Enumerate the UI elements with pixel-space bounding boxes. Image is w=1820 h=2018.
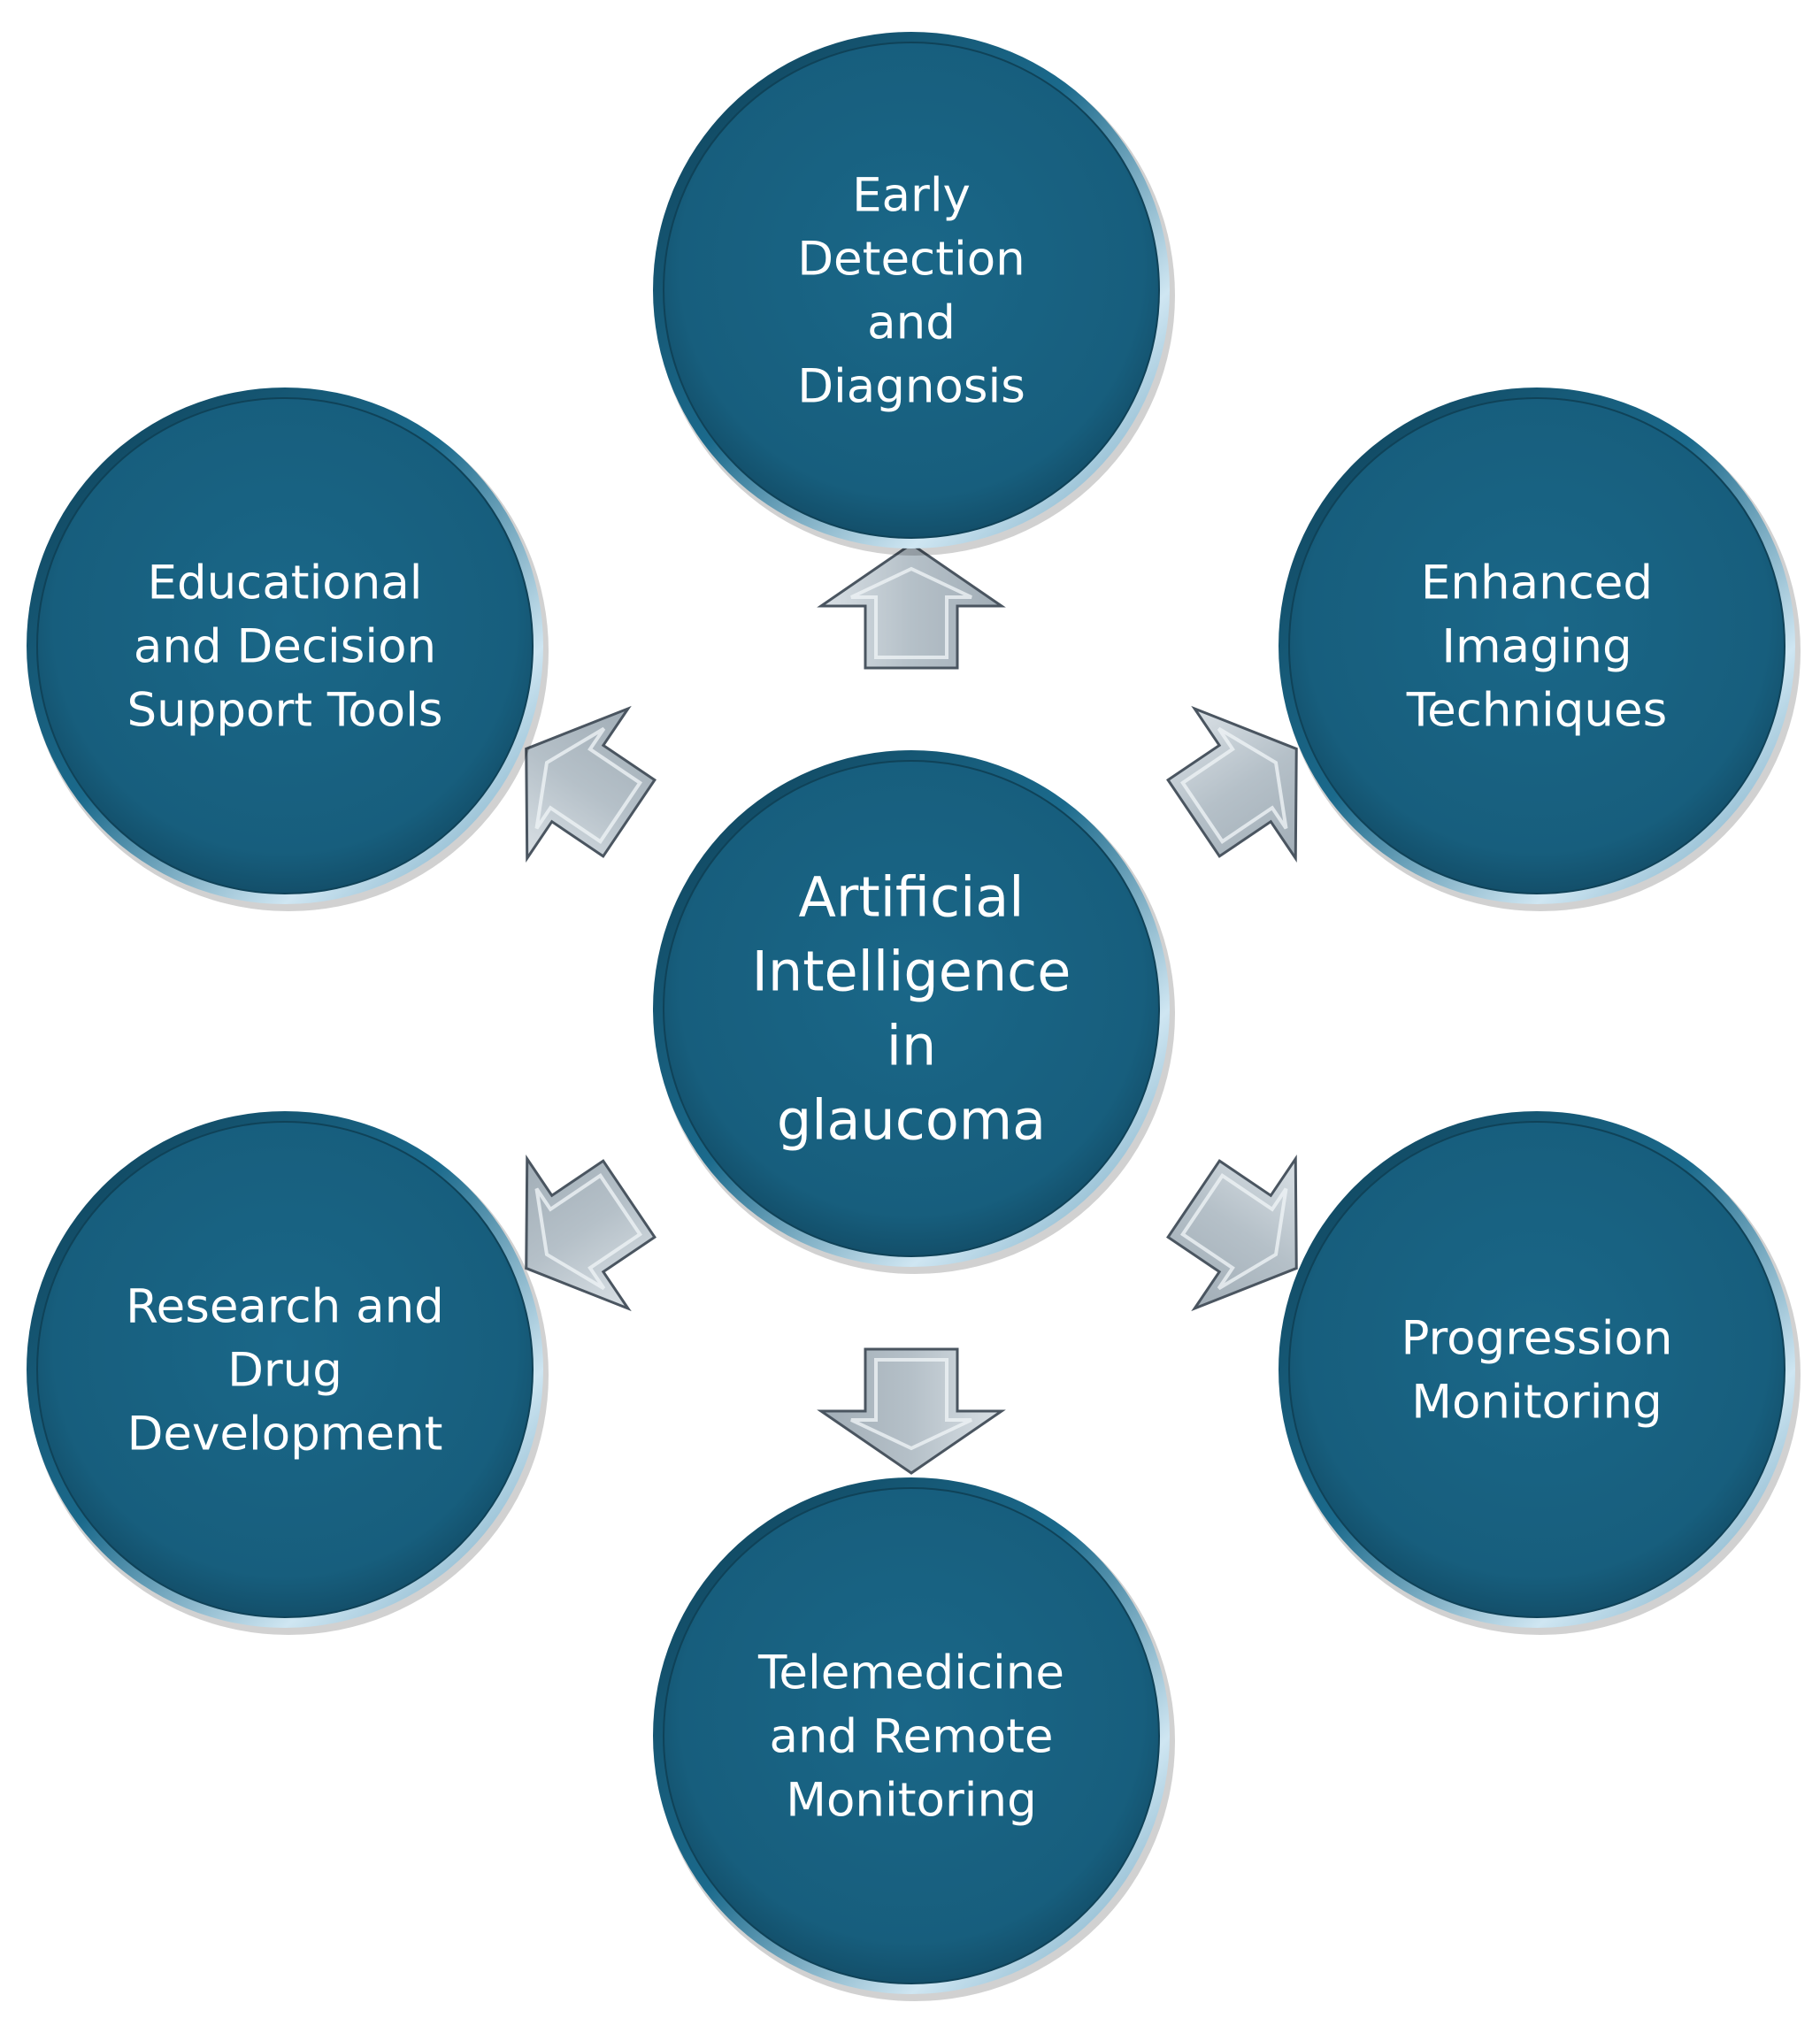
arrow-to-research-drug-bevel — [534, 1173, 643, 1291]
arrow-to-telemedicine-body — [817, 1347, 1006, 1475]
node-enhanced-imaging-label-line: Enhanced — [1421, 556, 1653, 610]
node-early-detection-label-line: Detection — [797, 233, 1025, 287]
arrow-to-research-drug — [525, 1155, 657, 1312]
arrow-to-research-drug-body — [525, 1155, 657, 1312]
node-enhanced-imaging-fill — [1288, 397, 1785, 894]
arrow-to-progression-monitoring-bevel — [1179, 1173, 1288, 1291]
arrow-to-educational-tools-body — [525, 705, 657, 863]
arrow-to-educational-tools — [525, 705, 657, 863]
center-node-label-line: in — [887, 1014, 937, 1078]
node-research-drug-fill — [36, 1121, 534, 1618]
arrows-layer — [525, 542, 1298, 1475]
node-progression-monitoring-label-line: Progression — [1401, 1312, 1673, 1366]
node-research-drug-label-line: Development — [127, 1408, 443, 1462]
node-research-drug-label-line: Research and — [126, 1280, 444, 1334]
node-educational-tools-fill — [36, 397, 534, 894]
arrow-to-telemedicine — [817, 1347, 1006, 1475]
center-node-label-line: glaucoma — [777, 1088, 1046, 1153]
node-telemedicine-label-line: and Remote — [769, 1710, 1053, 1764]
node-telemedicine-fill — [663, 1487, 1160, 1984]
arrow-to-enhanced-imaging-bevel — [1179, 726, 1288, 844]
node-enhanced-imaging-label-line: Techniques — [1406, 684, 1667, 738]
arrow-to-early-detection — [817, 542, 1006, 670]
arrow-to-progression-monitoring-body — [1166, 1155, 1298, 1312]
node-telemedicine-label-line: Monitoring — [786, 1774, 1036, 1828]
node-educational-tools-label-line: Educational — [147, 556, 422, 610]
node-research-drug-label-line: Drug — [227, 1344, 342, 1398]
node-early-detection-label-line: Diagnosis — [797, 360, 1025, 414]
node-progression-monitoring-fill — [1288, 1121, 1785, 1618]
node-enhanced-imaging-label-line: Imaging — [1441, 620, 1632, 674]
node-early-detection-label-line: and — [867, 296, 956, 350]
arrow-to-early-detection-bevel — [850, 566, 972, 659]
center-node-fill — [663, 760, 1160, 1257]
node-progression-monitoring-label-line: Monitoring — [1411, 1376, 1662, 1430]
arrow-to-telemedicine-bevel — [850, 1358, 972, 1451]
node-telemedicine-label-line: Telemedicine — [757, 1646, 1064, 1700]
node-educational-tools-label-line: Support Tools — [127, 684, 443, 738]
node-early-detection-fill — [663, 42, 1160, 539]
arrow-to-progression-monitoring — [1166, 1155, 1298, 1312]
arrow-to-early-detection-body — [817, 542, 1006, 670]
node-early-detection-label-line: Early — [852, 169, 971, 223]
node-educational-tools-label-line: and Decision — [134, 620, 436, 674]
arrow-to-enhanced-imaging-body — [1166, 705, 1298, 863]
arrow-to-enhanced-imaging — [1166, 705, 1298, 863]
center-node-label-line: Artificial — [798, 865, 1024, 930]
center-node-label-line: Intelligence — [752, 940, 1071, 1004]
arrow-to-educational-tools-bevel — [534, 726, 643, 844]
